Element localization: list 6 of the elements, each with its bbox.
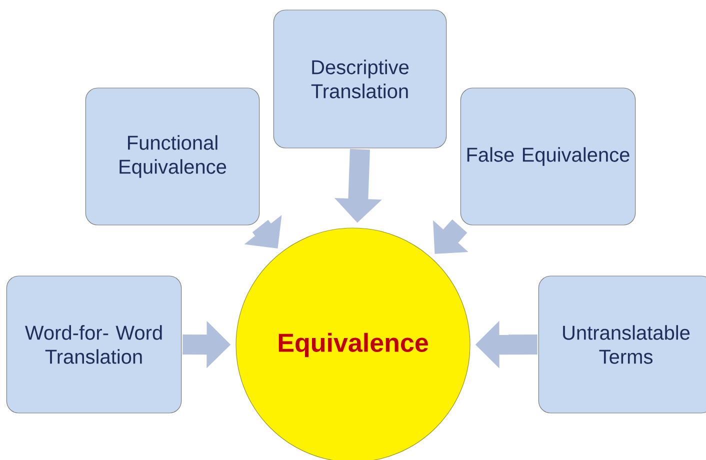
block-arrow	[433, 219, 468, 254]
concept-box: Word-for- Word Translation	[6, 276, 182, 414]
concept-box: Descriptive Translation	[273, 10, 447, 148]
concept-box: Untranslatable Terms	[538, 276, 706, 414]
concept-box: Functional Equivalence	[85, 88, 260, 226]
concept-box: False Equivalence	[460, 88, 636, 226]
